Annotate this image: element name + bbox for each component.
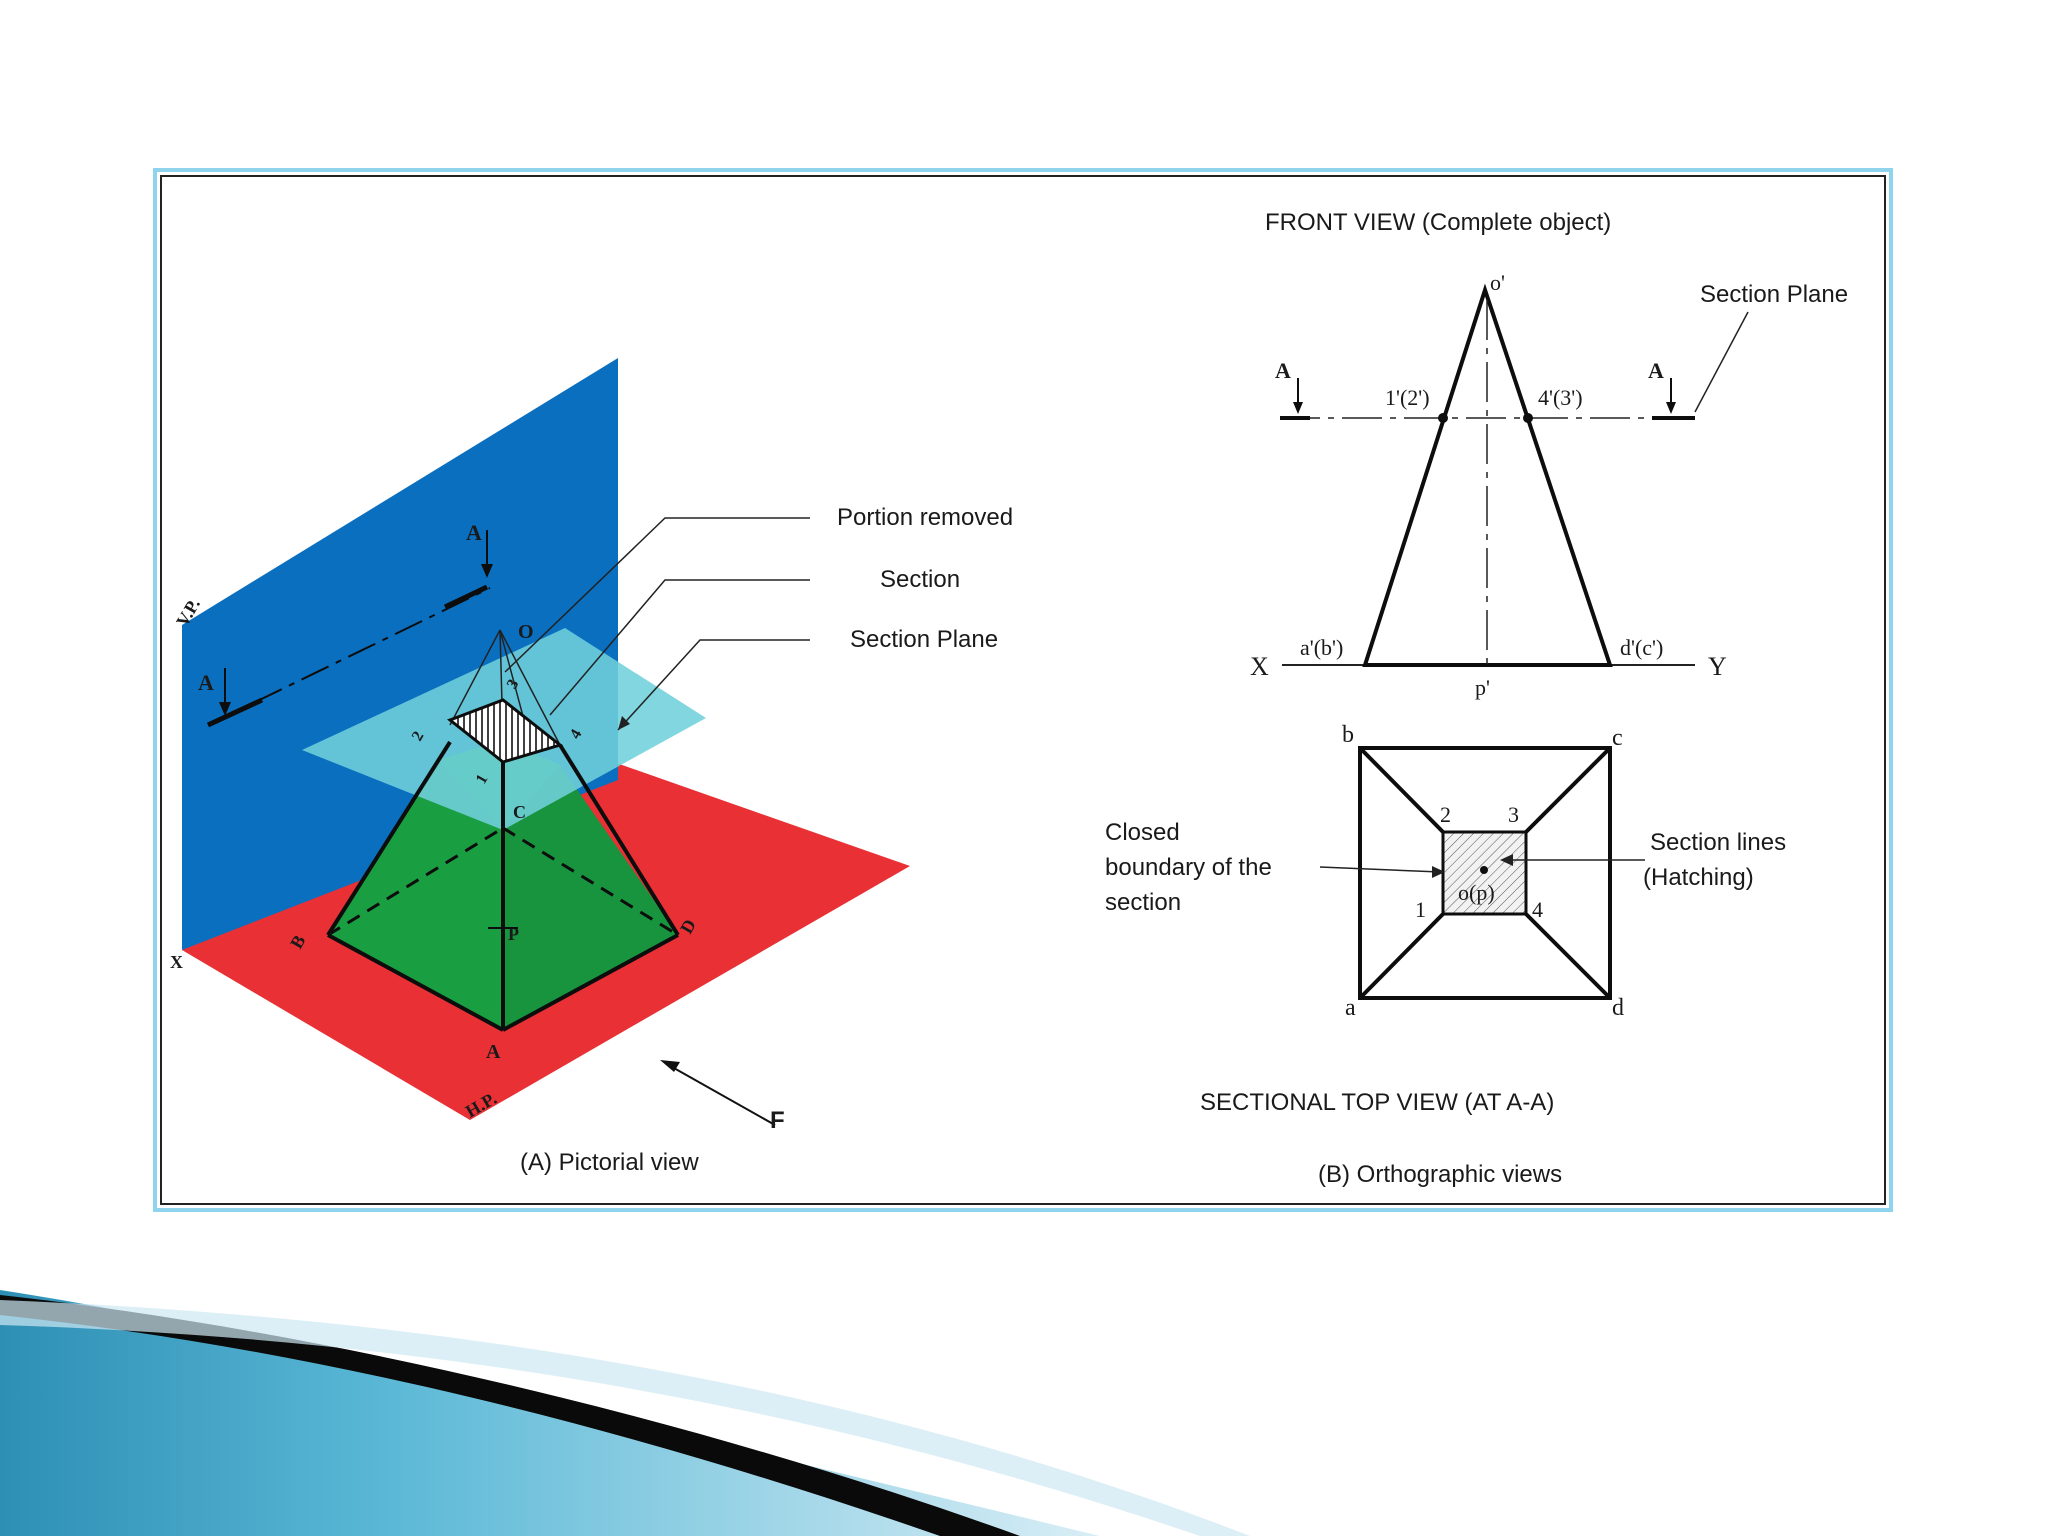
corner-label-a: A xyxy=(486,1041,501,1063)
section-plane-leader xyxy=(1694,311,1749,413)
decorative-swoosh xyxy=(0,1290,1250,1536)
orthographic-views: FRONT VIEW (Complete object) o' A A 1'(2… xyxy=(1105,209,1848,1188)
right-section-mark: A xyxy=(1648,358,1664,383)
callout-arrowhead xyxy=(618,716,630,730)
closed-boundary-line-2: boundary of the xyxy=(1105,854,1272,881)
viewing-direction-arrowhead xyxy=(660,1060,680,1072)
vp-mark-lower-bar xyxy=(206,697,264,728)
front-view-heading: FRONT VIEW (Complete object) xyxy=(1265,209,1611,236)
orthographic-title: (B) Orthographic views xyxy=(1318,1161,1562,1188)
front-point-left xyxy=(1438,413,1448,423)
top-corner-b: b xyxy=(1342,722,1354,748)
hatched-section xyxy=(446,698,564,764)
front-point-right-label: 4'(3') xyxy=(1538,385,1583,410)
top-view-center-dot xyxy=(1480,866,1488,874)
viewing-direction-arrow xyxy=(664,1062,776,1126)
top-view-diagonals xyxy=(1358,746,1612,1000)
pyramid-edges xyxy=(326,740,680,1032)
cutting-plane-arrows xyxy=(1293,378,1676,414)
corner-label-o: O xyxy=(518,621,534,643)
top-point-3: 3 xyxy=(1508,802,1519,827)
left-base-label: a'(b') xyxy=(1300,635,1343,660)
left-section-mark: A xyxy=(1275,358,1291,383)
callout-portion-removed: Portion removed xyxy=(837,504,1013,531)
base-center-label: p' xyxy=(1475,675,1490,700)
top-point-1: 1 xyxy=(1415,897,1426,922)
viewing-direction-label: F xyxy=(770,1107,785,1134)
front-point-left-label: 1'(2') xyxy=(1385,385,1430,410)
right-base-label: d'(c') xyxy=(1620,635,1663,660)
front-view-triangle xyxy=(1362,283,1613,667)
section-lines-line-1: Section lines xyxy=(1650,829,1786,856)
vp-mark-upper-bar xyxy=(443,584,489,610)
x-label: X xyxy=(1250,652,1269,681)
corner-label-c: C xyxy=(513,802,526,822)
front-point-right xyxy=(1523,413,1533,423)
x-label-pictorial: X xyxy=(170,952,183,972)
top-point-2: 2 xyxy=(1440,802,1451,827)
top-view-callout-left: Closed boundary of the section xyxy=(1105,819,1445,916)
pictorial-title: (A) Pictorial view xyxy=(520,1149,699,1176)
top-corner-d: d xyxy=(1612,995,1624,1021)
top-view-outline xyxy=(1358,746,1612,1000)
top-view-heading: SECTIONAL TOP VIEW (AT A-A) xyxy=(1200,1089,1554,1116)
callout-section-plane: Section Plane xyxy=(850,626,998,653)
closed-boundary-line-1: Closed xyxy=(1105,819,1180,846)
top-point-4: 4 xyxy=(1532,897,1543,922)
section-lines-line-2: (Hatching) xyxy=(1643,864,1754,891)
callout-leaders xyxy=(504,517,810,731)
y-label: Y xyxy=(1708,652,1727,681)
apex-label: o' xyxy=(1490,270,1505,295)
callout-section: Section xyxy=(880,566,960,593)
closed-boundary-line-3: section xyxy=(1105,889,1181,916)
vp-section-mark-lower: A xyxy=(198,670,214,695)
corner-label-p: P xyxy=(508,924,519,944)
pyramid-face-left xyxy=(328,760,503,1030)
pyramid-face-right xyxy=(503,765,678,1030)
section-plane-label: Section Plane xyxy=(1700,281,1848,308)
top-corner-a: a xyxy=(1345,995,1356,1021)
vp-section-mark-upper: A xyxy=(466,520,482,545)
top-center-label: o(p) xyxy=(1458,880,1495,905)
pictorial-view: A A V.P. X H.P. O A B C D P 1 2 3 4 Port… xyxy=(170,358,1013,1176)
top-view-callout-right: Section lines (Hatching) xyxy=(1500,829,1786,891)
top-corner-c: c xyxy=(1612,725,1623,751)
vp-mark-arrows xyxy=(219,530,493,716)
